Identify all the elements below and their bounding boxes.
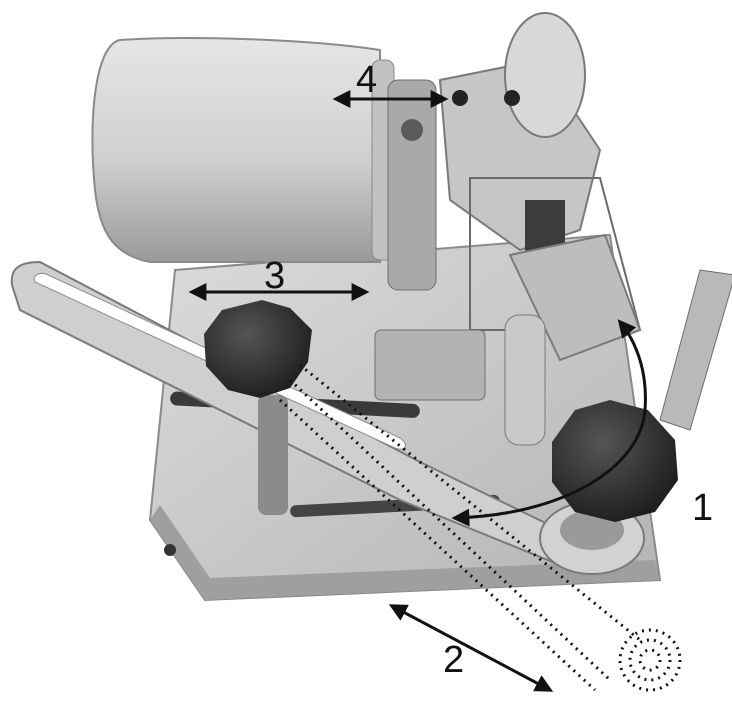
hex-screw	[504, 90, 520, 106]
label-1: 1	[692, 487, 713, 529]
label-3: 3	[264, 255, 285, 297]
label-4: 4	[356, 59, 377, 101]
column-bolt	[401, 119, 423, 141]
grinding-wheel-guard	[504, 12, 586, 138]
label-2: 2	[443, 639, 464, 681]
arrow-1	[451, 319, 647, 527]
hex-screw	[452, 90, 468, 106]
knob-left	[204, 300, 312, 398]
knob-right	[552, 400, 678, 522]
arrow-2	[388, 604, 554, 692]
side-cylinder	[659, 269, 732, 431]
tool-rest-block	[374, 329, 486, 401]
column	[387, 79, 437, 291]
mount-hole	[164, 544, 176, 556]
vertical-post	[504, 314, 546, 446]
knob-post-left	[258, 395, 288, 515]
base-plate-edge	[150, 505, 660, 600]
motor-housing	[91, 37, 381, 263]
